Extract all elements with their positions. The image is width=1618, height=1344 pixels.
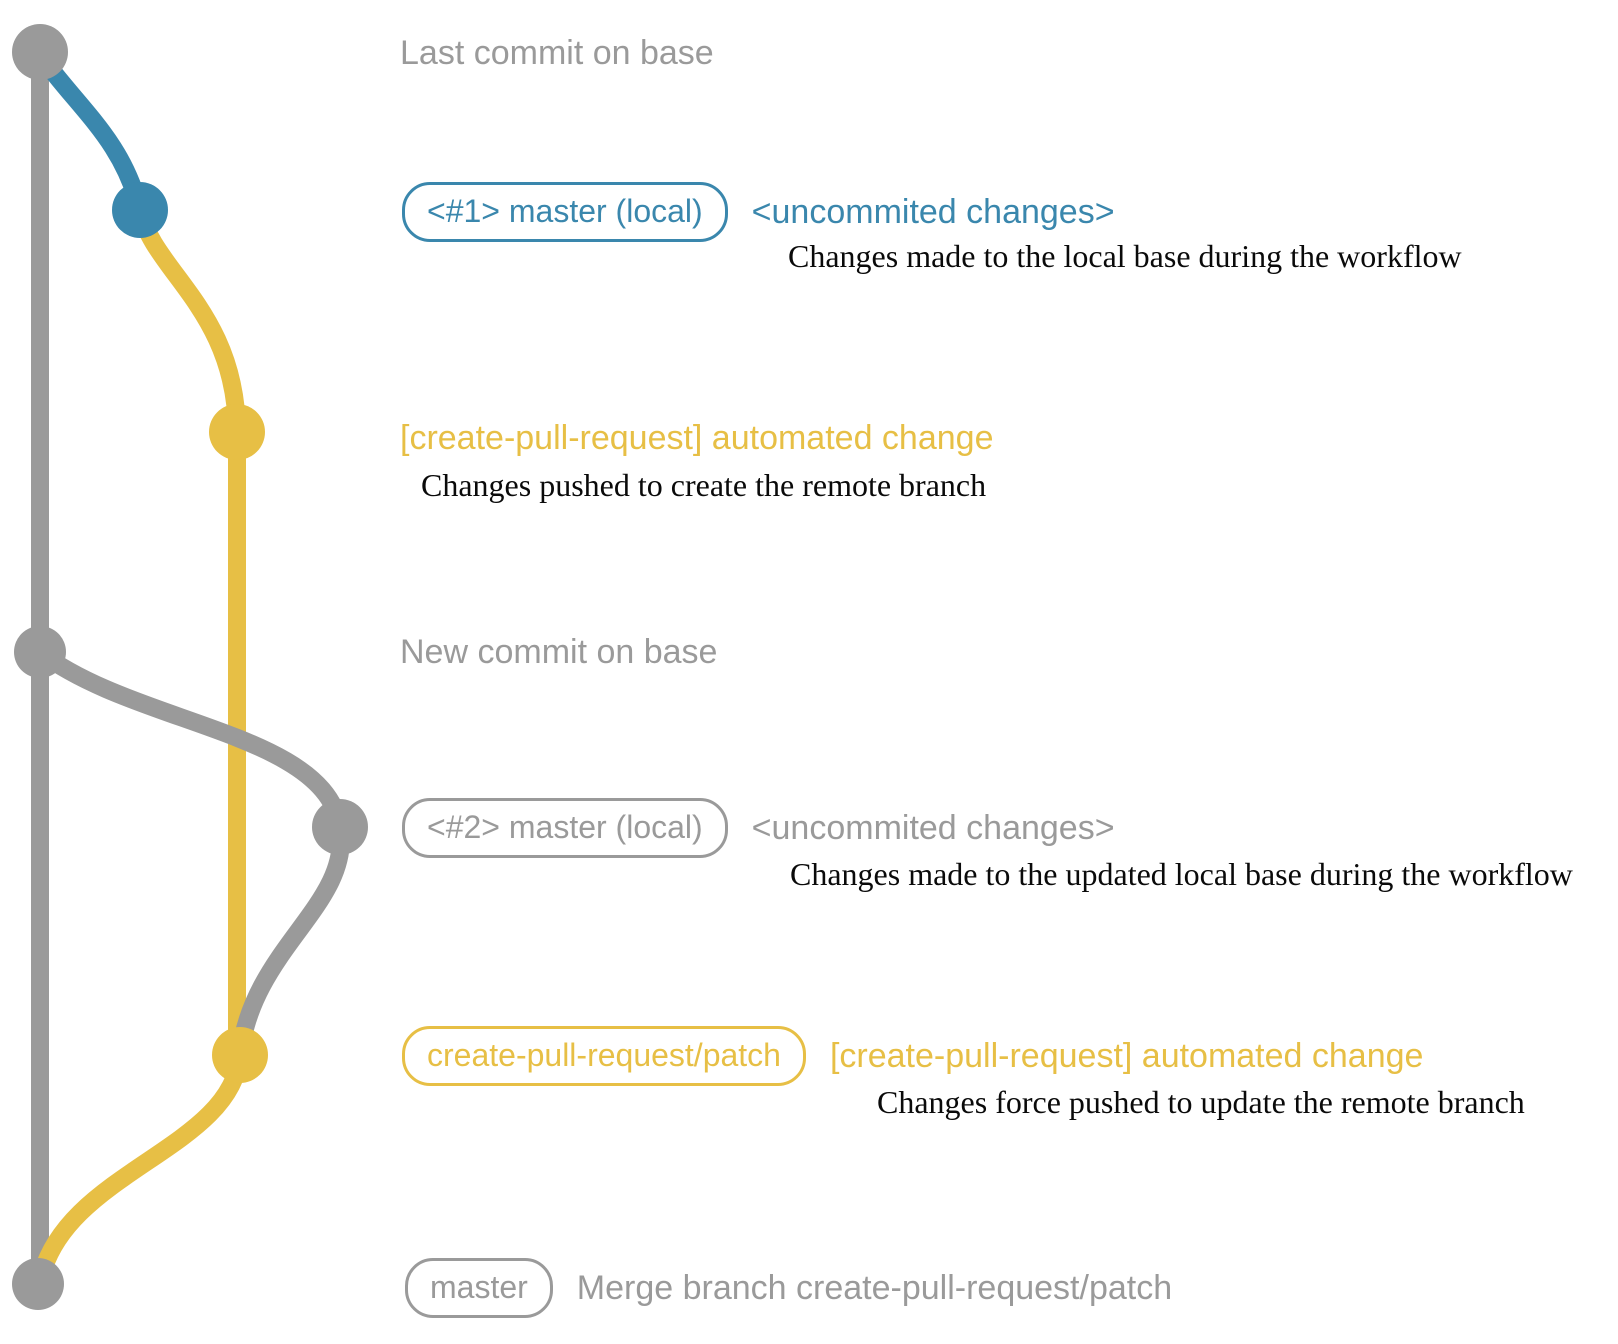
branch-badge-master-local-1: <#1> master (local) (402, 182, 728, 242)
commit-node-patch-commit-1 (209, 404, 265, 460)
automated-change-label-1: [create-pull-request] automated change (400, 418, 994, 457)
edge-new-base-to-local-master-2 (31, 643, 349, 836)
commit-node-patch-commit-2 (212, 1027, 268, 1083)
automated-change-desc-2: Changes force pushed to update the remot… (877, 1084, 1525, 1120)
branch-badge-create-pull-request-patch: create-pull-request/patch (402, 1026, 806, 1086)
edge-local-master-2-to-patch-commit-2 (231, 818, 350, 1064)
commit-node-last-commit-on-base (12, 24, 68, 80)
commit-node-merge-commit (12, 1258, 64, 1310)
commit-node-new-commit-on-base (14, 626, 66, 678)
commit-node-local-master-1 (112, 182, 168, 238)
commit-node-local-master-2 (312, 799, 368, 855)
automated-change-desc-1: Changes pushed to create the remote bran… (421, 467, 987, 503)
uncommitted-changes-desc-2: Changes made to the updated local base d… (790, 856, 1573, 892)
branch-badge-master-local-2: <#2> master (local) (402, 798, 728, 858)
uncommitted-changes-desc-1: Changes made to the local base during th… (788, 238, 1462, 274)
automated-change-label-2: [create-pull-request] automated change (829, 1036, 1424, 1075)
uncommitted-changes-note-1: <uncommited changes> (751, 192, 1115, 231)
uncommitted-changes-note-2: <uncommited changes> (751, 808, 1115, 847)
edge-patch-commit-2-to-merge (31, 1046, 249, 1291)
edge-local-master-1-to-patch-commit-1 (131, 201, 246, 443)
branch-badge-master: master (405, 1258, 553, 1318)
merge-commit-label: Merge branch create-pull-request/patch (576, 1268, 1173, 1307)
last-commit-label: Last commit on base (400, 33, 714, 72)
new-commit-label: New commit on base (400, 632, 718, 671)
